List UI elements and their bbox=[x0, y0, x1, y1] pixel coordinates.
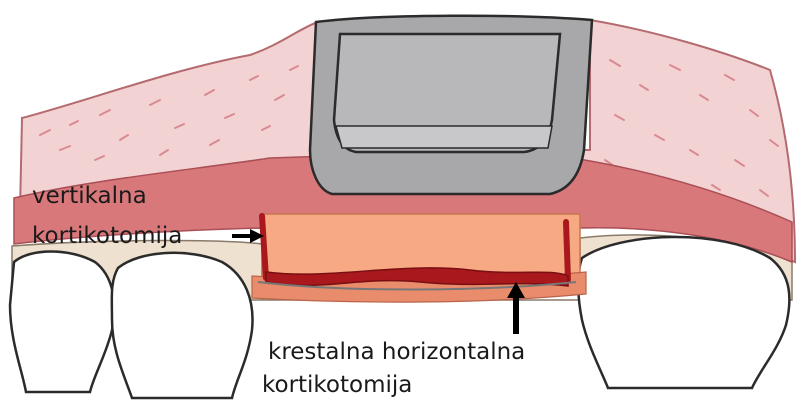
vertical-cut-right bbox=[566, 222, 568, 280]
label-crestal-line1: krestalna horizontalna bbox=[268, 338, 525, 366]
left-tooth-2 bbox=[112, 253, 253, 398]
label-vertical-line1: vertikalna bbox=[32, 182, 147, 210]
device-highlight bbox=[336, 126, 552, 148]
right-tooth bbox=[578, 237, 789, 388]
vertical-cut-left bbox=[262, 216, 266, 278]
left-tooth-1 bbox=[10, 252, 114, 393]
label-vertical-line2: kortikotomija bbox=[32, 222, 182, 250]
label-crestal-line2: kortikotomija bbox=[262, 371, 412, 399]
